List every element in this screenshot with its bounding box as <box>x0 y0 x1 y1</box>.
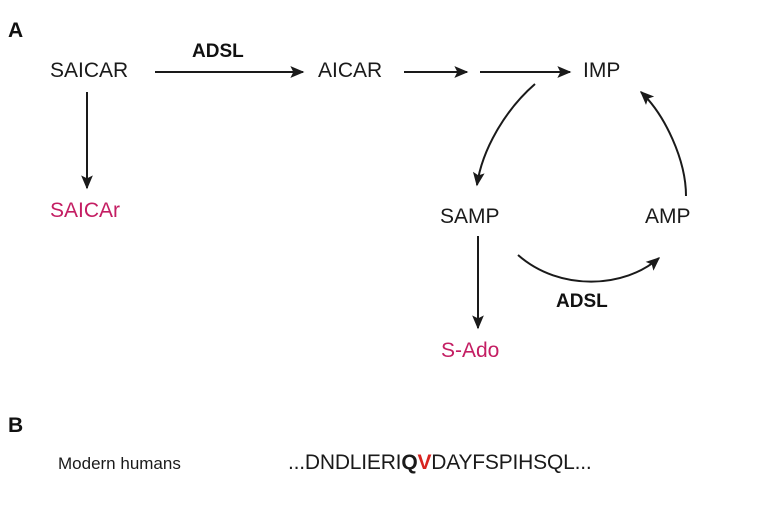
sequence-row-label: Modern humans <box>58 454 181 473</box>
arrow-samp-to-amp <box>517 254 661 283</box>
sequence-prefix: ...DNDLIERI <box>288 451 402 474</box>
sequence-suffix: DAYFSPIHSQL... <box>431 451 592 474</box>
panel-b-label: B <box>8 414 24 437</box>
node-amp: AMP <box>645 205 691 228</box>
enzyme-label-adsl-top: ADSL <box>192 41 244 62</box>
sequence-row-modern-humans: Modern humans ...DNDLIERIQVDAYFSPIHSQL..… <box>58 451 592 474</box>
sequence-variant-residue: V <box>417 451 432 474</box>
enzyme-label-adsl-bottom: ADSL <box>556 291 608 312</box>
node-imp: IMP <box>583 59 621 82</box>
node-aicar: AICAR <box>318 59 383 82</box>
arrow-amp-to-imp <box>639 91 687 197</box>
sequence-bold-residue: Q <box>401 451 418 474</box>
node-samp: SAMP <box>440 205 500 228</box>
node-s-ado: S-Ado <box>441 339 500 362</box>
sequence-string: ...DNDLIERIQVDAYFSPIHSQL... <box>288 451 592 474</box>
node-saicar-r: SAICAr <box>50 199 121 222</box>
panel-a-label: A <box>8 19 24 42</box>
arrow-imp-to-samp <box>472 83 536 187</box>
node-saicar: SAICAR <box>50 59 129 82</box>
